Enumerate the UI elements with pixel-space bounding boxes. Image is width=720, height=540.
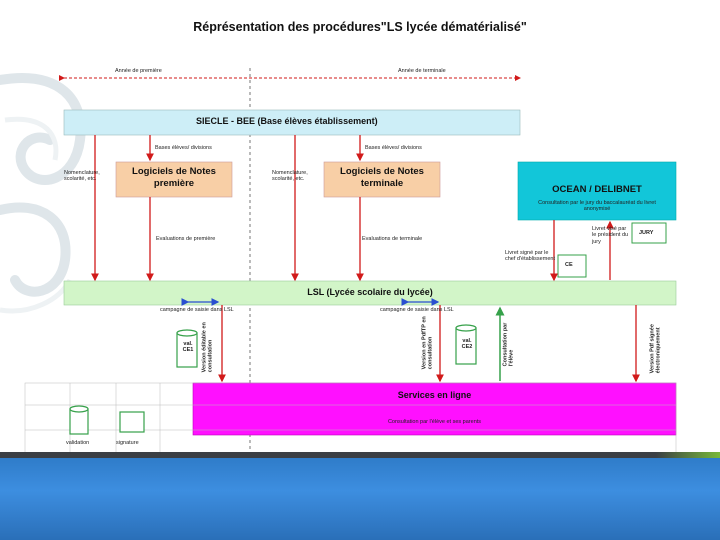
legend-validation-cylinder	[69, 405, 89, 435]
lsl-box	[63, 280, 677, 306]
version-pdf-label: Version en PdfTP en consultation	[421, 316, 434, 370]
notes-terminale-label: Logiciels de Notes terminale	[340, 166, 424, 189]
footer-band	[0, 458, 720, 540]
ce-box-label: CE	[565, 262, 573, 268]
nomenclature-label-2: Nomenclature, scolarité, etc.	[272, 170, 308, 183]
consultation-pdf-label: Consultation par l'élève	[502, 322, 515, 367]
lsl-label: LSL (Lycée scolaire du lycée)	[307, 287, 433, 297]
bases-label-1: Bases élèves/ divisions	[155, 145, 212, 151]
ocean-sub-label: Consultation par le jury du baccalauréat…	[538, 200, 656, 213]
eval-terminale-label: Evaluations de terminale	[362, 236, 423, 242]
version-signee-label: Version Pdf signée électroniquement	[649, 324, 662, 374]
notes-terminale-box	[323, 161, 441, 198]
ocean-label: OCEAN / DELIBNET	[552, 184, 642, 195]
page-title: Réprésentation des procédures"LS lycée d…	[193, 20, 527, 34]
version-editable-label: Version éditable en consultation	[201, 322, 214, 373]
val-ce1-label: val. CE1	[182, 341, 194, 354]
bases-label-2: Bases élèves/ divisions	[365, 145, 422, 151]
eval-premiere-label: Evaluations de première	[156, 236, 216, 242]
val-ce2-label: val. CE2	[461, 338, 473, 351]
siecle-label: SIECLE - BEE (Base élèves établissement)	[196, 116, 378, 126]
campagne-label-1: campagne de saisie dans LSL	[160, 307, 234, 313]
nomenclature-label-1: Nomenclature, scolarité, etc.	[64, 170, 100, 183]
timeline-left-label: Année de première	[115, 68, 162, 74]
footer-divider	[0, 452, 720, 458]
legend-signature-icon	[119, 411, 145, 433]
legend-validation-label: validation	[66, 440, 90, 446]
legend-signature-label: signature	[116, 440, 139, 446]
val-ce1-cylinder	[176, 329, 198, 368]
livret-vise-label: Livret visé par le président du jury	[592, 226, 629, 245]
val-ce2-cylinder	[455, 324, 477, 365]
campagne-label-2: campagne de saisie dans LSL	[380, 307, 454, 313]
ocean-box	[517, 161, 677, 221]
ce-box	[557, 254, 587, 278]
siecle-box	[63, 109, 521, 136]
jury-box-label: JURY	[639, 230, 654, 236]
notes-premiere-label: Logiciels de Notes première	[132, 166, 216, 189]
notes-premiere-box	[115, 161, 233, 198]
services-label: Services en ligne	[397, 390, 472, 400]
jury-box	[631, 222, 667, 244]
timeline-right-label: Année de terminale	[398, 68, 446, 74]
services-sub-label: Consultation par l'élève et ses parents	[387, 419, 482, 425]
services-box	[192, 382, 677, 436]
livret-signe-label: Livret signé par le chef d'établissement	[505, 250, 555, 263]
